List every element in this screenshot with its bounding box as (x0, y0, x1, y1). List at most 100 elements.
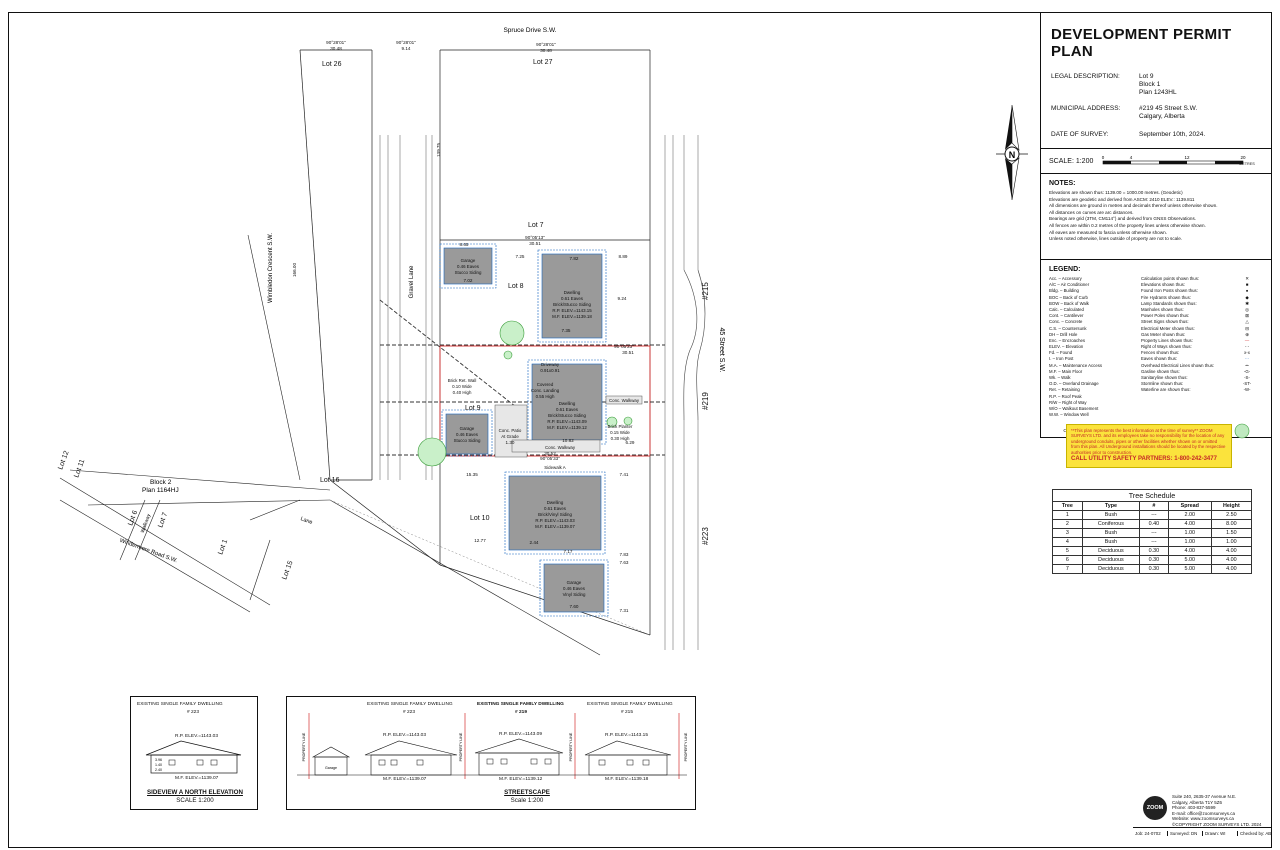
legend-abbr-item: O.D. – Overland Drainage (1049, 381, 1099, 387)
patio-l1: At Grade (501, 434, 519, 439)
legend-abbr-item: DH – Drill Hole (1049, 331, 1078, 337)
tree-cell: 4 (1052, 537, 1083, 547)
dim-top3b: 30.48 (540, 48, 552, 53)
tree-col-header: Spread (1167, 501, 1212, 511)
legend-symbol-item: Elevations shown thus: (1141, 282, 1185, 288)
fig-dim-16: 2.44 (530, 540, 539, 545)
planter-l1: 0.15 Wide (610, 430, 630, 435)
scale-tick-3: 20 (1240, 155, 1246, 160)
dwelling9-l2: Brick/Stucco Siding (548, 413, 586, 418)
legend-abbr-item: ELEV. – Elevation (1049, 344, 1084, 350)
tree-cell: Bush (1081, 528, 1141, 538)
legend-symbol-icon: ··· (1244, 356, 1250, 362)
scale-unit: METRES (1239, 162, 1255, 166)
fig-dim-10: 9.24 (618, 296, 627, 301)
legend-abbr-item: A/C – Air Conditioner (1049, 282, 1090, 288)
note-3: All dimensions are ground in metres and … (1049, 203, 1218, 209)
legend-abbr-item: R.P. – Roof Peak (1049, 393, 1082, 399)
note-8: Unless noted otherwise, lines outside of… (1049, 236, 1183, 242)
legal-line-3: Plan 1243HL (1139, 89, 1177, 96)
pl-2: PROPERTY LINE (459, 732, 463, 761)
tree-cell: 0.30 (1139, 564, 1169, 574)
planter-l0: Brick Planter (608, 424, 633, 429)
title-section: DEVELOPMENT PERMIT PLAN LEGAL DESCRIPTIO… (1041, 12, 1272, 149)
sideview-d2: 1.40 (155, 763, 162, 767)
ss-223-num: # 223 (403, 710, 416, 715)
notes-section: NOTES: Elevations are shown thus: 1139.0… (1041, 174, 1272, 260)
legend-symbol-icon: -•- (1244, 362, 1250, 368)
legend-symbol-icon: — (1244, 337, 1250, 343)
tree-cell: 1.00 (1167, 528, 1212, 538)
fig-dim-0: 7.25 (516, 254, 525, 259)
driveway-l0: Driveway (541, 362, 560, 367)
tree-cell: 4.00 (1167, 519, 1212, 529)
legend-abbr-item: Conc. – Concrete (1049, 319, 1083, 325)
legend-symbol-item: Stormline shown thus: (1141, 381, 1184, 387)
sideview-d1: 3.96 (155, 758, 162, 762)
tree-cell: 0.30 (1139, 555, 1169, 565)
drawing-sheet (8, 12, 1272, 848)
note-2: Elevations are geodetic and derived from… (1049, 196, 1195, 202)
dim-leftlen: 166.00 (292, 263, 297, 277)
legend-symbol-item: Manholes shown thus: (1141, 306, 1184, 312)
legend-symbol-item: Waterline are shown thus: (1141, 387, 1191, 393)
sideview-panel: EXISTING SINGLE FAMILY DWELLING # 223 R.… (130, 696, 258, 810)
north-arrow-icon: N (996, 104, 1028, 201)
ss-215-header: EXISTING SINGLE FAMILY DWELLING (587, 702, 673, 707)
dwelling8-l3: R.P. ELEV.=1143.15 (552, 308, 592, 313)
dim-top2b: 9.14 (402, 46, 411, 51)
dwelling9-l1: 0.61 Eaves (556, 407, 579, 412)
sideview-num: # 223 (187, 710, 200, 715)
fig-dim-17: 1.30 (506, 440, 515, 445)
firm-line-3: Phone: 403-837-5599 (1172, 805, 1216, 811)
lot9: Lot 9 (465, 405, 481, 412)
tree-cell: 0.30 (1139, 546, 1169, 556)
note-4: All distances on curves are arc distance… (1049, 209, 1134, 215)
fig-dim-14: 7.17 (564, 549, 573, 554)
pl-3: PROPERTY LINE (569, 732, 573, 761)
tree-cell: Coniferous (1081, 519, 1141, 529)
tree-cell: 6 (1052, 555, 1083, 565)
note-7: All eaves are measured to fascia unless … (1049, 229, 1167, 235)
note-5: Bearings are grid (3TM, CM114°) and deri… (1049, 216, 1197, 222)
utility-warning: **This plan represents the best informat… (1066, 424, 1232, 468)
streetscape-drawing: PROPERTY LINE PROPERTY LINE PROPERTY LIN… (297, 713, 688, 779)
brick-wall-l2: 0.40 High (453, 390, 472, 395)
dwelling10-l3: R.P. ELEV.=1143.03 (535, 518, 575, 523)
job-number: Job: 24-0702 (1133, 830, 1168, 836)
surveyed-by: Surveyed: DN (1168, 830, 1203, 836)
legend-symbol-item: Calculation points shown thus: (1141, 276, 1200, 281)
dim-top3: 90°28'01" (536, 42, 556, 47)
lot26: Lot 26 (322, 61, 342, 68)
gravel-lane-label: Gravel Lane (409, 265, 415, 298)
legend-symbol-icon: x-x (1244, 350, 1250, 356)
lot12: Lot 12 (57, 450, 70, 471)
legend-glyphs: ✕■●◆✱◎⊠△⊟⊕—- -x-x···-•--G--S--ST--W- (1237, 276, 1257, 418)
legend-abbr-item: Bldg. – Building (1049, 288, 1079, 294)
legal-label: LEGAL DESCRIPTION: (1051, 73, 1120, 80)
municipal-label: MUNICIPAL ADDRESS: (1051, 105, 1121, 112)
firm-line-5: Website: www.zoomsurveys.ca (1172, 816, 1234, 822)
tree-cell: Deciduous (1081, 546, 1141, 556)
firm-line-6: ©COPYRIGHT ZOOM SURVEYS LTD. 2024 (1172, 821, 1262, 827)
sideview-d3: 2.40 (155, 768, 162, 772)
garage8-l2: Stucco Siding (455, 270, 482, 275)
lot7b: Lot 7 (157, 512, 169, 529)
legend-abbr-item: Enc. – Encroaches (1049, 337, 1086, 343)
north-label: N (1009, 150, 1016, 160)
legend-symbol-icon: ✕ (1245, 276, 1249, 281)
tree-schedule-title: Tree Schedule (1052, 489, 1252, 501)
legend-symbol-icon: ⊕ (1245, 331, 1249, 337)
sheet-title: DEVELOPMENT PERMIT PLAN (1051, 26, 1232, 60)
ss-215-num: # 215 (621, 710, 634, 715)
legend-abbr-item: Wk. – Walk (1049, 375, 1071, 380)
tree-cell: 3 (1052, 528, 1083, 538)
scale-bar: 0 4 12 20 (1102, 155, 1246, 165)
legend-abbr-item: Fd. – Found (1049, 350, 1073, 356)
